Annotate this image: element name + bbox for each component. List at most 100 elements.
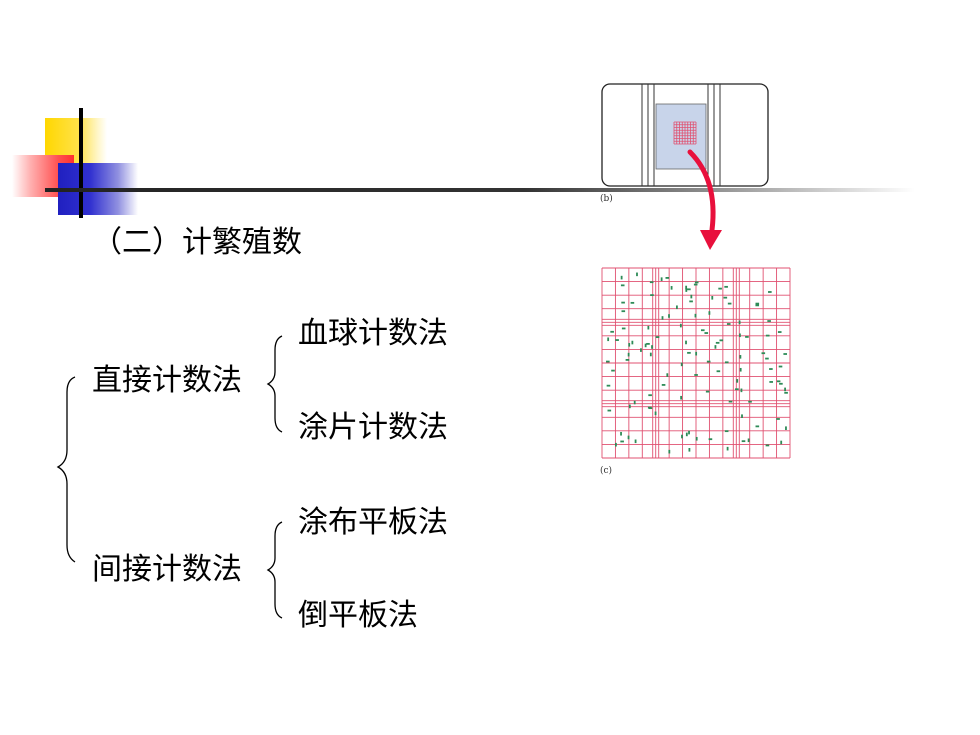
cell-dot [647,325,650,330]
cell-dot [676,305,678,310]
cell-dot [655,336,660,338]
direct-sub-brace [266,335,283,433]
cell-dot [694,313,697,318]
cell-dot [714,345,717,349]
cell-dot [687,351,691,354]
braces [56,335,283,619]
cell-dot [704,332,709,334]
cell-dot [627,352,630,357]
cell-dot [610,330,614,333]
cell-dot [633,400,636,405]
cell-dot [680,395,683,400]
cell-dot [694,374,698,376]
cell-dot [606,384,611,387]
spread-plate-method: 涂布平板法 [298,505,448,540]
cell-dot [615,442,617,447]
cell-dot [621,327,626,330]
title-underline [45,188,915,192]
cell-dot [627,435,630,440]
cell-dot [769,381,773,383]
cell-dot [779,382,783,385]
cell-dot [631,340,634,345]
cell-dot [685,285,688,290]
cell-dot [681,434,683,439]
cell-dot [685,288,688,292]
cell-dot [718,287,722,290]
zoom-arrow [687,149,716,233]
cell-dot [708,438,713,441]
cell-dot [780,440,783,445]
hemocytometer-method: 血球计数法 [298,316,448,351]
cell-dot [607,337,610,342]
cell-dots [606,272,788,454]
cell-dot [726,446,729,451]
zoom-arrow-head [700,230,722,250]
cell-dot [661,384,666,386]
cell-dot [755,302,760,305]
indirect-sub-brace [266,521,283,619]
cell-dot [650,294,654,297]
cell-dot [685,340,687,345]
cell-dot [716,370,721,373]
cell-dot [724,361,729,364]
cell-dot [776,418,780,420]
cell-dot [630,301,635,304]
section-title: （二）计繁殖数 [92,225,302,260]
cell-dot [646,342,650,345]
cell-dot [765,334,770,337]
cell-dot [745,336,749,338]
direct-method-label: 直接计数法 [92,363,242,398]
cell-dot [620,275,623,280]
cell-dot [728,400,733,403]
cell-dot [738,333,741,338]
cell-dot [670,286,673,290]
cell-dot [621,301,625,304]
cell-dot [784,387,786,392]
cell-dot [711,295,714,300]
cell-dot [640,348,642,352]
cell-dot [620,284,625,287]
cell-dot [651,345,653,349]
cell-dot [625,359,630,361]
enlarged-counting-grid [601,267,791,459]
cell-dot [776,380,781,383]
figure-label-b: (b) [600,193,613,204]
cell-dot [621,310,626,313]
cell-dot [738,320,741,325]
cell-dot [778,365,783,368]
cell-dot [785,426,787,431]
cell-dot [654,411,657,416]
figure-label-c: (c) [600,465,612,476]
cell-dot [680,362,683,367]
smear-method: 涂片计数法 [298,410,448,445]
cell-dot [628,404,631,409]
cell-dot [724,430,729,433]
cell-dot [636,272,638,277]
cell-dot [649,281,654,284]
cell-dot [736,379,739,383]
cell-dot [606,360,610,363]
cell-dot [726,323,731,325]
cell-dot [693,283,698,286]
title-deco-vertical-line [79,108,83,218]
cell-dot [777,331,782,333]
cell-dot [615,339,619,341]
cell-dot [739,367,742,372]
cell-dot [690,294,693,299]
cell-dot [665,277,670,279]
cell-dot [648,394,652,397]
cell-dot [715,341,720,344]
cell-dot [688,448,691,452]
slide-vertical-lines [641,84,721,186]
cell-dot [661,316,664,320]
cell-dot [611,369,615,372]
cell-dot [769,368,773,370]
cell-dot [668,314,670,318]
indirect-method-label: 间接计数法 [92,552,242,587]
cell-dot [706,360,711,363]
cell-dot [747,438,750,443]
cell-dot [668,449,671,454]
cell-dot [628,343,631,347]
cell-dot [607,409,612,412]
red-counting-grid [673,121,697,145]
